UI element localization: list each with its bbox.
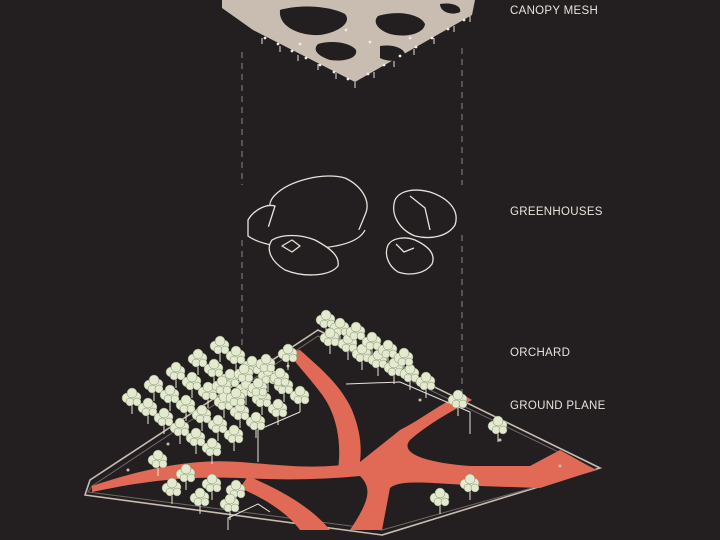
tree [319,327,340,354]
greenhouse-right-bottom [385,237,434,275]
tree [225,387,246,414]
tree [181,371,202,398]
tree [267,398,288,425]
tree [147,449,168,476]
tree [121,387,142,414]
tree [143,374,164,401]
tree [161,477,182,504]
tree [399,363,420,390]
tree [201,473,222,500]
tree [393,347,414,374]
tree [315,309,336,336]
tree [233,363,254,390]
canopy-mesh [222,0,475,88]
tree [225,345,246,372]
tree [429,487,450,514]
tree [197,381,218,408]
tree [415,371,436,398]
tree [223,424,244,451]
tree [225,479,246,506]
tree [247,377,268,404]
ground-plane [83,329,603,536]
tree [459,473,480,500]
tree [153,407,174,434]
tree [191,404,212,431]
tree [447,389,468,416]
label-greenhouses: GREENHOUSES [510,206,603,218]
tree [203,358,224,385]
tree [137,397,158,424]
tree [229,401,250,428]
projection-lines [241,48,463,470]
tree [185,427,206,454]
label-ground-plane: GROUND PLANE [510,400,606,412]
label-canopy-mesh: CANOPY MESH [510,5,599,17]
tree [277,343,298,370]
tree [289,385,310,412]
tree [351,343,372,370]
tree [207,414,228,441]
tree [255,353,276,380]
tree [245,411,266,438]
tree [175,394,196,421]
tree [209,335,230,362]
orchard [121,309,508,520]
tree [165,361,186,388]
greenhouses [247,175,457,276]
tree [187,348,208,375]
tree [345,321,366,348]
tree [487,415,508,442]
label-orchard: ORCHARD [510,347,571,359]
tree [159,384,180,411]
tree [201,437,222,464]
tree [189,487,210,514]
tree [175,463,196,490]
tree [269,367,290,394]
tree [211,375,232,402]
tree [219,493,240,520]
tree [169,417,190,444]
